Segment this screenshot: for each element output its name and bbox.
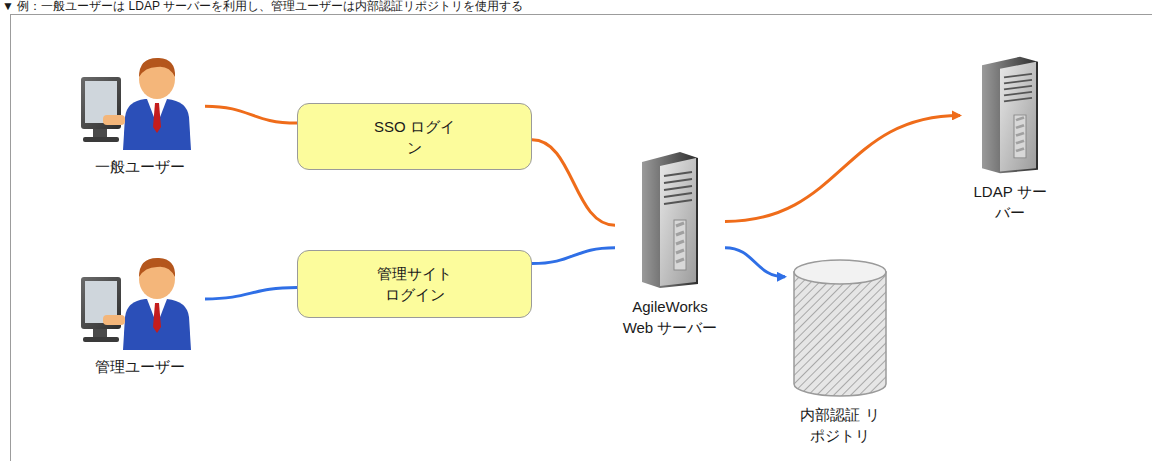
user-icon-node: 管理ユーザー bbox=[75, 255, 205, 377]
ldap-server: LDAP サーバー bbox=[960, 55, 1060, 223]
node-label: 内部認証 リポジトリ bbox=[798, 404, 882, 446]
node-label: 一般ユーザー bbox=[95, 156, 185, 177]
flow-connector bbox=[205, 106, 297, 123]
node-icon bbox=[75, 55, 205, 150]
node-icon bbox=[75, 255, 205, 350]
node-label: 管理ユーザー bbox=[95, 356, 185, 377]
flow-connector bbox=[725, 115, 960, 221]
node-icon bbox=[980, 55, 1040, 175]
flow-connector bbox=[532, 140, 615, 225]
node-label: SSO ログイン bbox=[374, 116, 456, 158]
flow-connector bbox=[725, 248, 785, 277]
flow-connector bbox=[532, 248, 615, 264]
figure-title: ▼ 例：一般ユーザーは LDAP サーバーを利用し、管理ユーザーは内部認証リポジ… bbox=[2, 0, 523, 13]
frame-border bbox=[11, 15, 1152, 461]
login-box: 管理サイト ログイン bbox=[297, 250, 532, 318]
node-label: 管理サイト ログイン bbox=[374, 263, 456, 305]
user-icon-node: 一般ユーザー bbox=[75, 55, 205, 177]
node-label: LDAP サーバー bbox=[973, 181, 1047, 223]
repository-cylinder: 内部認証 リポジトリ bbox=[785, 258, 895, 446]
node-icon bbox=[792, 258, 888, 398]
node-icon bbox=[640, 150, 700, 290]
flow-connector bbox=[205, 287, 297, 299]
node-label: AgileWorks Web サーバー bbox=[619, 296, 721, 338]
login-box: SSO ログイン bbox=[297, 103, 532, 170]
web-server: AgileWorks Web サーバー bbox=[615, 150, 725, 338]
